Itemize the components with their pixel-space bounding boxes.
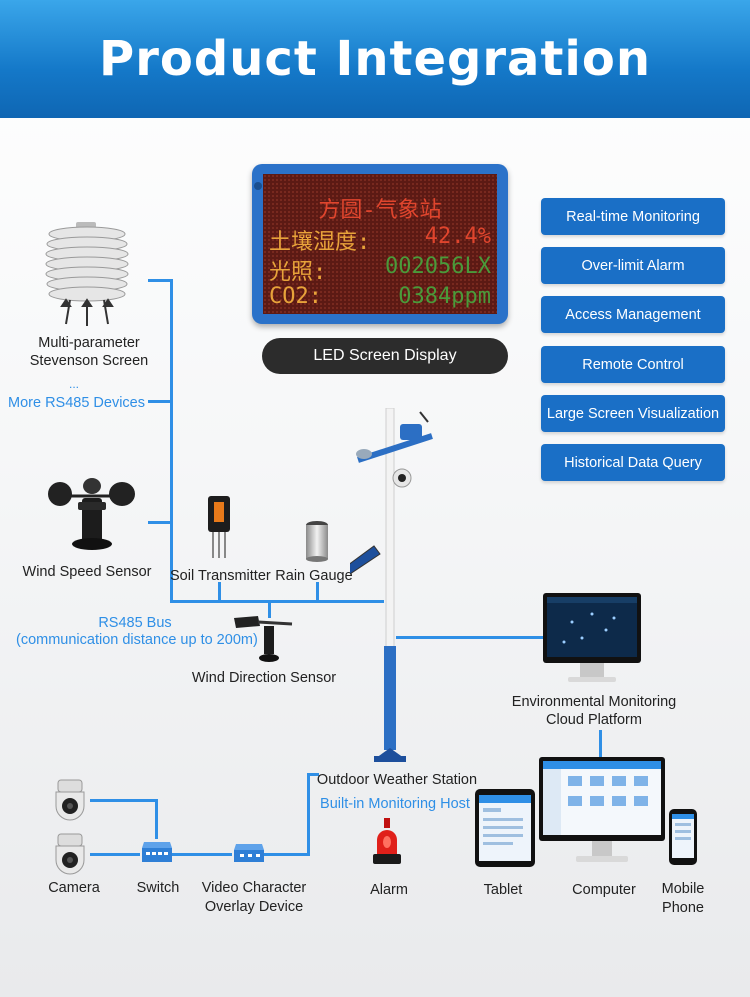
ellipsis-label: ... — [68, 377, 79, 391]
phone-label-line2: Phone — [662, 900, 704, 916]
led-co2-label: CO2: — [269, 284, 322, 309]
tablet-label: Tablet — [483, 882, 523, 898]
wind-vane-icon — [234, 616, 293, 662]
led-caption: LED Screen Display — [262, 338, 508, 374]
feature-realtime-monitoring[interactable]: Real-time Monitoring — [541, 198, 725, 235]
computer-icon — [539, 757, 665, 862]
feature-access-management[interactable]: Access Management — [541, 296, 725, 333]
led-light-value: 002056LX — [385, 254, 491, 279]
alarm-icon — [373, 818, 401, 864]
led-light-label: 光照: — [269, 260, 327, 285]
led-panel: 方圆-气象站 土壤湿度: 42.4% 光照: 002056LX CO2: 038… — [263, 174, 497, 314]
feature-large-screen[interactable]: Large Screen Visualization — [541, 395, 725, 432]
rain-label: Rain Gauge — [275, 568, 353, 584]
tablet-icon — [475, 789, 535, 867]
camera-label: Camera — [48, 880, 100, 896]
led-title: 方圆-气象站 — [318, 198, 442, 223]
stevenson-screen-icon — [45, 222, 129, 326]
anemometer-icon — [48, 478, 135, 550]
weather-station-icon — [350, 408, 433, 762]
header-banner: Product Integration — [0, 0, 750, 118]
feature-remote-control[interactable]: Remote Control — [541, 346, 725, 383]
more-devices-label: More RS485 Devices — [8, 395, 145, 411]
rain-gauge-icon — [306, 521, 328, 562]
overlay-device-icon — [234, 844, 264, 862]
soil-transmitter-icon — [208, 496, 230, 558]
overlay-label-line1: Video Character — [201, 880, 307, 896]
stevenson-label-line1: Multi-parameter — [38, 335, 140, 351]
alarm-label: Alarm — [370, 882, 408, 898]
led-co2-value: 0384ppm — [398, 284, 491, 309]
camera-icon-2 — [55, 833, 85, 875]
page-title: Product Integration — [99, 31, 651, 87]
feature-overlimit-alarm[interactable]: Over-limit Alarm — [541, 247, 725, 284]
soil-label: Soil Transmitter — [170, 568, 271, 584]
stevenson-label-line2: Stevenson Screen — [29, 353, 149, 369]
led-soil-value: 42.4% — [424, 224, 491, 249]
cloud-label-line1: Environmental Monitoring — [511, 694, 677, 710]
feature-historical-query[interactable]: Historical Data Query — [541, 444, 725, 481]
phone-label-line1: Mobile — [661, 881, 705, 897]
host-label: Built-in Monitoring Host — [320, 796, 470, 812]
led-screen: 方圆-气象站 土壤湿度: 42.4% 光照: 002056LX CO2: 038… — [252, 164, 508, 324]
wind-speed-label: Wind Speed Sensor — [22, 564, 152, 580]
computer-label: Computer — [572, 882, 636, 898]
cloud-label-line2: Cloud Platform — [546, 712, 642, 728]
outdoor-station-label: Outdoor Weather Station — [316, 772, 478, 788]
led-soil-label: 土壤湿度: — [269, 230, 371, 255]
rs485-label-line1: RS485 Bus — [98, 615, 172, 631]
monitor-icon — [543, 593, 641, 682]
switch-label: Switch — [136, 880, 180, 896]
camera-icon-1 — [55, 779, 85, 821]
wind-direction-label: Wind Direction Sensor — [191, 670, 337, 686]
rs485-label-line2: (communication distance up to 200m) — [16, 632, 258, 648]
phone-icon — [669, 809, 697, 865]
switch-icon — [142, 842, 172, 862]
overlay-label-line2: Overlay Device — [204, 899, 304, 915]
